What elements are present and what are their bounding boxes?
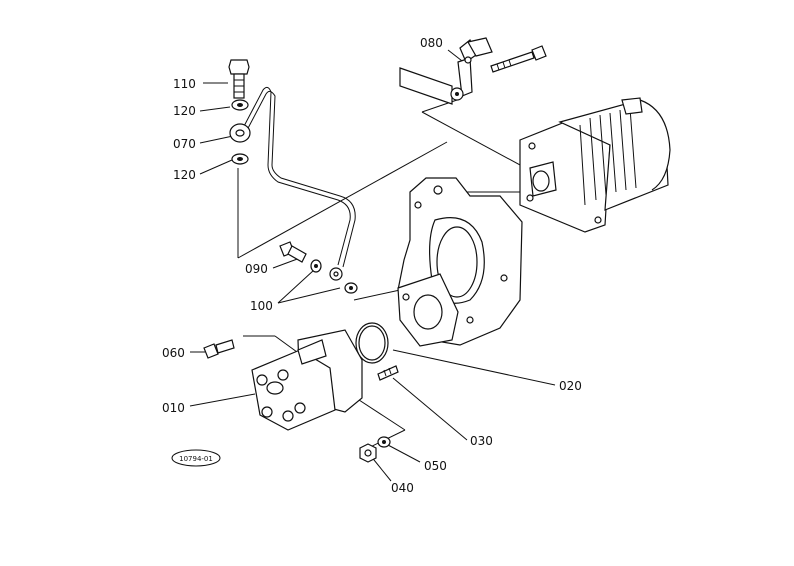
pipe-line [241, 86, 356, 281]
reference-code-badge: 10794-01 [171, 449, 221, 467]
part-label: 100 [250, 299, 273, 313]
stud-icon [377, 365, 399, 381]
banjo-bolt-icon [228, 59, 250, 99]
washer-icon [231, 99, 249, 165]
part-label: 020 [559, 379, 582, 393]
part-label: 060 [162, 346, 185, 360]
part-label: 080 [420, 36, 443, 50]
part-label: 030 [470, 434, 493, 448]
hydraulic-pump-icon [251, 329, 363, 431]
part-label: 040 [391, 481, 414, 495]
part-label: 010 [162, 401, 185, 415]
part-label: 050 [424, 459, 447, 473]
part-label: 110 [173, 77, 196, 91]
part-label: 070 [173, 137, 196, 151]
banjo-fitting-icon [229, 123, 251, 143]
motor-icon [519, 97, 671, 233]
bracket-bolt-icon [490, 45, 547, 73]
bolt-icon-090 [279, 241, 307, 263]
o-ring-icon [355, 322, 389, 364]
bolt-icon [203, 339, 235, 359]
part-label: 120 [173, 104, 196, 118]
reference-code: 10794-01 [179, 455, 213, 463]
part-label: 120 [173, 168, 196, 182]
pump-housing-icon [397, 177, 523, 347]
part-labels: 110 120 070 120 080 090 100 060 010 020 … [162, 36, 582, 495]
nut-icon [359, 436, 391, 463]
bracket-icon [399, 37, 493, 105]
part-label: 090 [245, 262, 268, 276]
gasket-icon [310, 259, 358, 294]
